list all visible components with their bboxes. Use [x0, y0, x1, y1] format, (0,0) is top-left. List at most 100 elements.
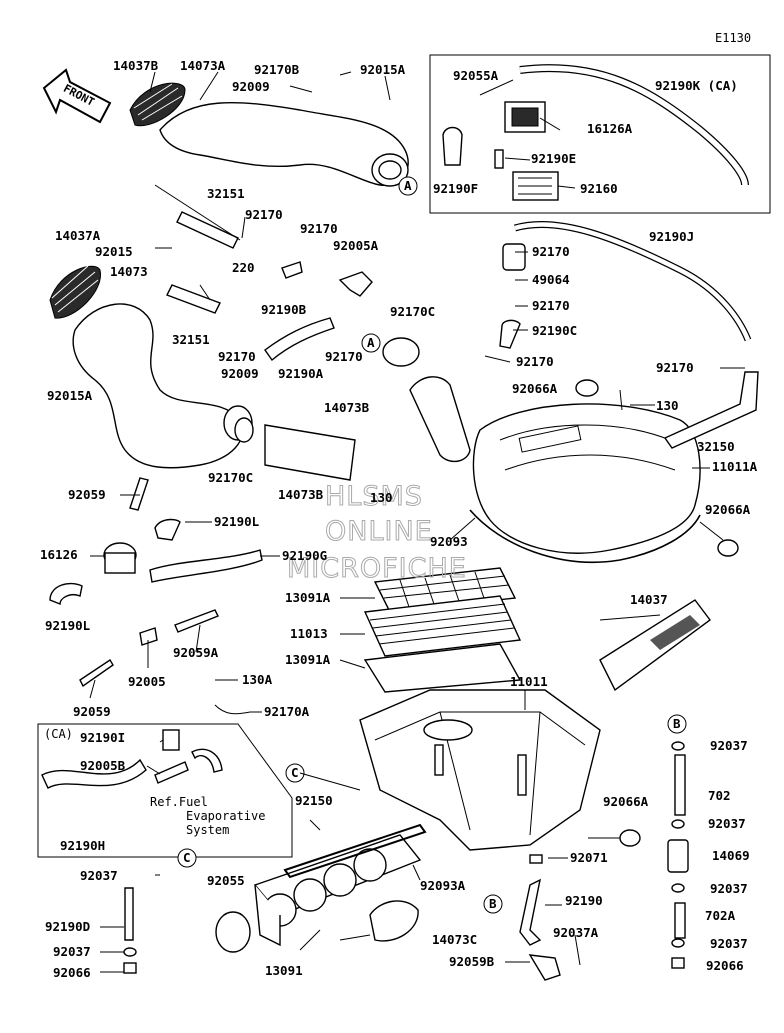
- label: 130: [370, 490, 393, 505]
- label: 16126: [40, 547, 78, 562]
- label: 92037: [80, 868, 118, 883]
- label: 13091A: [285, 652, 331, 667]
- circle-marker-c2: C: [177, 848, 197, 868]
- ref-note-1: Ref.Fuel: [150, 795, 208, 809]
- label: 130: [656, 398, 679, 413]
- hose-92190F: [442, 126, 463, 166]
- label: 92170: [325, 349, 363, 364]
- hose-92190B: [281, 261, 303, 279]
- label: 14037: [630, 592, 668, 607]
- label: 92059: [68, 487, 106, 502]
- label: 14073C: [432, 932, 477, 947]
- cap-92066A-b: [717, 539, 739, 557]
- label: 92190K (CA): [655, 78, 738, 93]
- label: 92170B: [254, 62, 300, 77]
- label: 13091: [265, 963, 303, 978]
- front-arrow-icon: FRONT: [42, 68, 112, 124]
- label: 14073B: [324, 400, 370, 415]
- label: 92037: [53, 944, 91, 959]
- label: 92037: [710, 738, 748, 753]
- right-column-parts: [667, 741, 689, 969]
- svg-text:B: B: [673, 716, 681, 731]
- cap-92066b: [123, 962, 137, 974]
- hose-92190H: [41, 758, 147, 789]
- air-filter-screen-14037A: [49, 265, 101, 319]
- label: 92190F: [433, 181, 478, 196]
- label: 14037B: [113, 58, 159, 73]
- hose-92059b: [79, 659, 114, 688]
- filter-element-11013: [363, 595, 522, 657]
- hose-92190L: [154, 518, 181, 541]
- ca-label: (CA): [44, 727, 73, 741]
- label: 92005: [128, 674, 166, 689]
- svg-text:B: B: [489, 896, 497, 911]
- air-cleaner-lower-case-11011: [359, 689, 601, 851]
- label: 92037: [710, 936, 748, 951]
- hose-92059B: [528, 954, 561, 981]
- label: 16126A: [587, 121, 633, 136]
- svg-text:C: C: [183, 850, 191, 865]
- filter-frame-13091A-b: [363, 643, 522, 693]
- circle-marker-b: B: [667, 714, 687, 734]
- pipe-32150: [663, 371, 759, 449]
- clamp-92170C: [382, 337, 420, 367]
- watermark-line-1: HLSMS: [325, 481, 423, 512]
- duct-14073C: [369, 900, 419, 942]
- label: 92037: [710, 881, 748, 896]
- clamp-92037f: [123, 947, 137, 957]
- part-49064: [502, 243, 526, 271]
- valve-16126: [103, 542, 137, 574]
- label: 32150: [697, 439, 735, 454]
- label: 92190D: [45, 919, 90, 934]
- label: 702A: [705, 908, 736, 923]
- label: 92170C: [208, 470, 253, 485]
- cap-92066A: [575, 379, 599, 397]
- svg-text:A: A: [367, 335, 375, 350]
- watermark-line-3: MICROFICHE: [287, 553, 467, 584]
- intake-duct-14073A: [159, 101, 409, 187]
- svg-text:C: C: [291, 765, 299, 780]
- holder-13091: [253, 834, 422, 947]
- hose-92190C: [499, 319, 521, 349]
- label: 92009: [221, 366, 259, 381]
- air-filter-screen-14037B: [129, 82, 186, 127]
- label: 92066: [706, 958, 744, 973]
- label: 92066A: [603, 794, 649, 809]
- label: 14069: [712, 848, 750, 863]
- label: 220: [232, 260, 255, 275]
- label: 92015: [95, 244, 133, 259]
- label: 32151: [207, 186, 245, 201]
- hose-92190Lb: [49, 582, 83, 606]
- svg-text:A: A: [404, 178, 412, 193]
- label: 92055A: [453, 68, 499, 83]
- label: 14073B: [278, 487, 324, 502]
- label: 92170A: [264, 704, 310, 719]
- label: 92037: [708, 816, 746, 831]
- label: 92066: [53, 965, 91, 980]
- label: 92009: [232, 79, 270, 94]
- label: 92190L: [214, 514, 260, 529]
- label: 702: [708, 788, 731, 803]
- circle-marker-c: C: [285, 763, 305, 783]
- label: 92170: [245, 207, 283, 222]
- label: 92190A: [278, 366, 324, 381]
- air-filter-14037: [599, 599, 711, 692]
- label: 92190L: [45, 618, 91, 633]
- label: 92066A: [512, 381, 558, 396]
- label: 92160: [580, 181, 618, 196]
- part-92071: [529, 854, 543, 864]
- duct-14073B: [409, 376, 471, 463]
- circle-marker-a2: A: [361, 333, 381, 353]
- clamp-92170C-b: [234, 417, 254, 443]
- label: 92015A: [360, 62, 406, 77]
- label: 92190: [565, 893, 603, 908]
- label: 92190C: [532, 323, 577, 338]
- cap-92066A-c: [619, 829, 641, 847]
- label: 92037A: [553, 925, 599, 940]
- label: 92170: [532, 298, 570, 313]
- label: 14073: [110, 264, 148, 279]
- ref-note-2: Evaporative: [186, 809, 265, 823]
- leader-lines: [89, 71, 745, 973]
- label: 92059A: [173, 645, 219, 660]
- hose-92190: [519, 878, 542, 946]
